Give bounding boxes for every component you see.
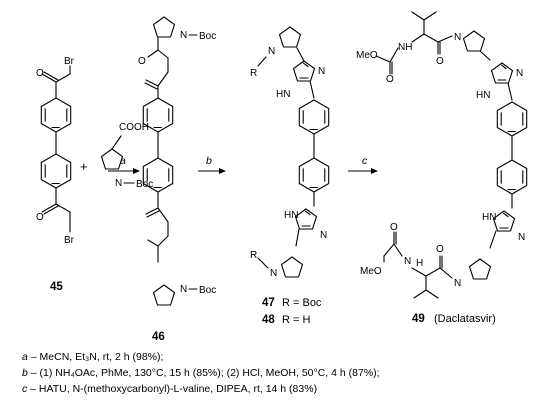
compound-47-label: 47 (262, 297, 275, 309)
compound-46-label: 46 (152, 331, 165, 343)
compound-45-label: 45 (50, 281, 63, 293)
atom-label: O (436, 244, 444, 255)
condition-key: a (22, 351, 28, 363)
atom-label: O (386, 74, 394, 85)
arrow-c-label: c (362, 155, 368, 167)
atom-label: Boc (199, 31, 216, 42)
compound-47-48: N R HN N HN N N R 47 R = Boc 48 R = H (250, 26, 330, 326)
condition-text: – HATU, N-(methoxycarbonyl)-L-valine, DI… (30, 383, 318, 395)
atom-label: N (454, 32, 461, 43)
atom-label: N (404, 256, 411, 267)
condition-text: – (1) NH₄OAc, PhMe, 130°C, 15 h (85%); (… (30, 367, 380, 379)
atom-label: O (138, 56, 146, 67)
atom-label: N (270, 268, 277, 279)
atom-label: H (416, 258, 423, 269)
reaction-conditions: a – MeCN, Et₃N, rt, 2 h (98%); b – (1) N… (22, 349, 380, 397)
atom-label: R (250, 68, 257, 79)
arrow-a-label: a (120, 155, 126, 167)
atom-label: O (390, 222, 398, 233)
atom-label: HN (476, 90, 490, 101)
compound-48-desc: R = H (282, 314, 310, 326)
compound-49-label: 49 (412, 313, 425, 325)
atom-label: N (115, 178, 122, 189)
atom-label: N (268, 46, 275, 57)
condition-c: c – HATU, N-(methoxycarbonyl)-L-valine, … (22, 381, 380, 397)
compound-49: O NH O MeO N HN N HN N N O (356, 11, 528, 325)
arrow-b-label: b (206, 155, 212, 167)
atom-label: N (318, 66, 325, 77)
atom-label: N (180, 30, 187, 41)
atom-label: R (250, 250, 257, 261)
atom-label: N (180, 284, 187, 295)
atom-label: Br (64, 56, 75, 67)
atom-label: N (320, 230, 327, 241)
compound-49-name: (Daclatasvir) (434, 313, 496, 325)
atom-label: NH (398, 42, 412, 53)
atom-label: O (436, 56, 444, 67)
arrow-c: c (348, 155, 378, 174)
atom-label: HN (276, 89, 290, 100)
compound-47-desc: R = Boc (282, 297, 322, 309)
atom-label: MeO (356, 50, 378, 61)
atom-label: MeO (360, 266, 382, 277)
compound-46: N Boc O N Boc 46 (138, 16, 216, 343)
plus-sign: + (80, 159, 88, 174)
atom-label: N (454, 278, 461, 289)
condition-b: b – (1) NH₄OAc, PhMe, 130°C, 15 h (85%);… (22, 365, 380, 381)
atom-label: O (36, 212, 44, 223)
compound-48-label: 48 (262, 314, 275, 326)
atom-label: O (36, 68, 44, 79)
condition-key: c (22, 383, 28, 395)
atom-label: Br (64, 235, 75, 246)
atom-label: HN (284, 210, 298, 221)
atom-label: COOH (119, 122, 149, 133)
condition-key: b (22, 367, 28, 379)
arrow-a: a (108, 155, 140, 174)
atom-label: N (516, 68, 523, 79)
condition-text: – MeCN, Et₃N, rt, 2 h (98%); (30, 351, 164, 363)
condition-a: a – MeCN, Et₃N, rt, 2 h (98%); (22, 349, 380, 365)
boc-proline: COOH N Boc (100, 122, 153, 190)
compound-45: O Br O Br 45 (36, 56, 75, 293)
atom-label: HN (482, 212, 496, 223)
arrow-b: b (198, 155, 226, 174)
atom-label: N (518, 232, 525, 243)
atom-label: Boc (199, 285, 216, 296)
